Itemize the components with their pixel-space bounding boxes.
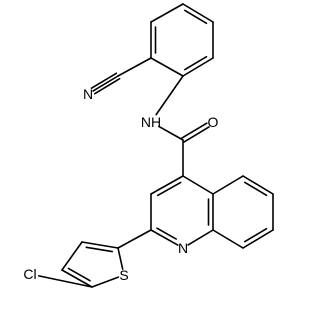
bond-line-32 [244,227,268,243]
bond-line-29 [244,181,268,197]
bond-line-16 [181,122,208,139]
bond-line-10 [92,75,119,92]
bond-line-19 [156,181,182,197]
bond-line-11 [90,72,118,89]
bond-line-6 [182,57,214,77]
atom-label-chlorine: Cl [23,266,36,282]
bond-line-38 [67,267,91,282]
bonds [38,3,274,288]
bond-line-8 [150,57,184,77]
chemical-structure: N NH O S Cl N [23,3,274,288]
bond-line-9 [117,57,152,77]
bond-line-35 [117,247,124,270]
bond-line-15 [183,126,210,143]
bond-line-41 [85,246,114,253]
bond-line-39 [61,241,83,271]
bond-line-26 [182,175,214,195]
bond-line-40 [81,241,119,249]
atom-label-amide-nh: NH [141,114,161,130]
bond-line-27 [212,175,244,195]
atom-label-quinoline-n: N [178,240,188,256]
bond-line-23 [187,229,214,246]
bond-line-12 [93,77,121,95]
bond-line-28 [242,175,274,195]
bond-line-13 [155,75,184,116]
bond-line-14 [158,125,184,141]
bond-line-4 [184,9,208,25]
bond-line-42 [38,275,93,288]
bond-line-18 [150,175,184,195]
bond-line-33 [212,229,244,249]
bond-line-2 [150,3,184,23]
atom-label-thiophene-s: S [119,267,128,283]
bond-line-37 [61,269,93,288]
bond-line-36 [91,276,120,288]
bond-line-34 [117,229,152,249]
bond-line-3 [182,3,214,23]
atom-label-cyano-n: N [83,86,93,102]
bond-line-21 [150,229,179,246]
atom-label-carbonyl-o: O [208,114,219,130]
bond-line-22 [156,227,178,240]
bond-line-31 [242,229,274,249]
bond-line-7 [184,55,208,71]
